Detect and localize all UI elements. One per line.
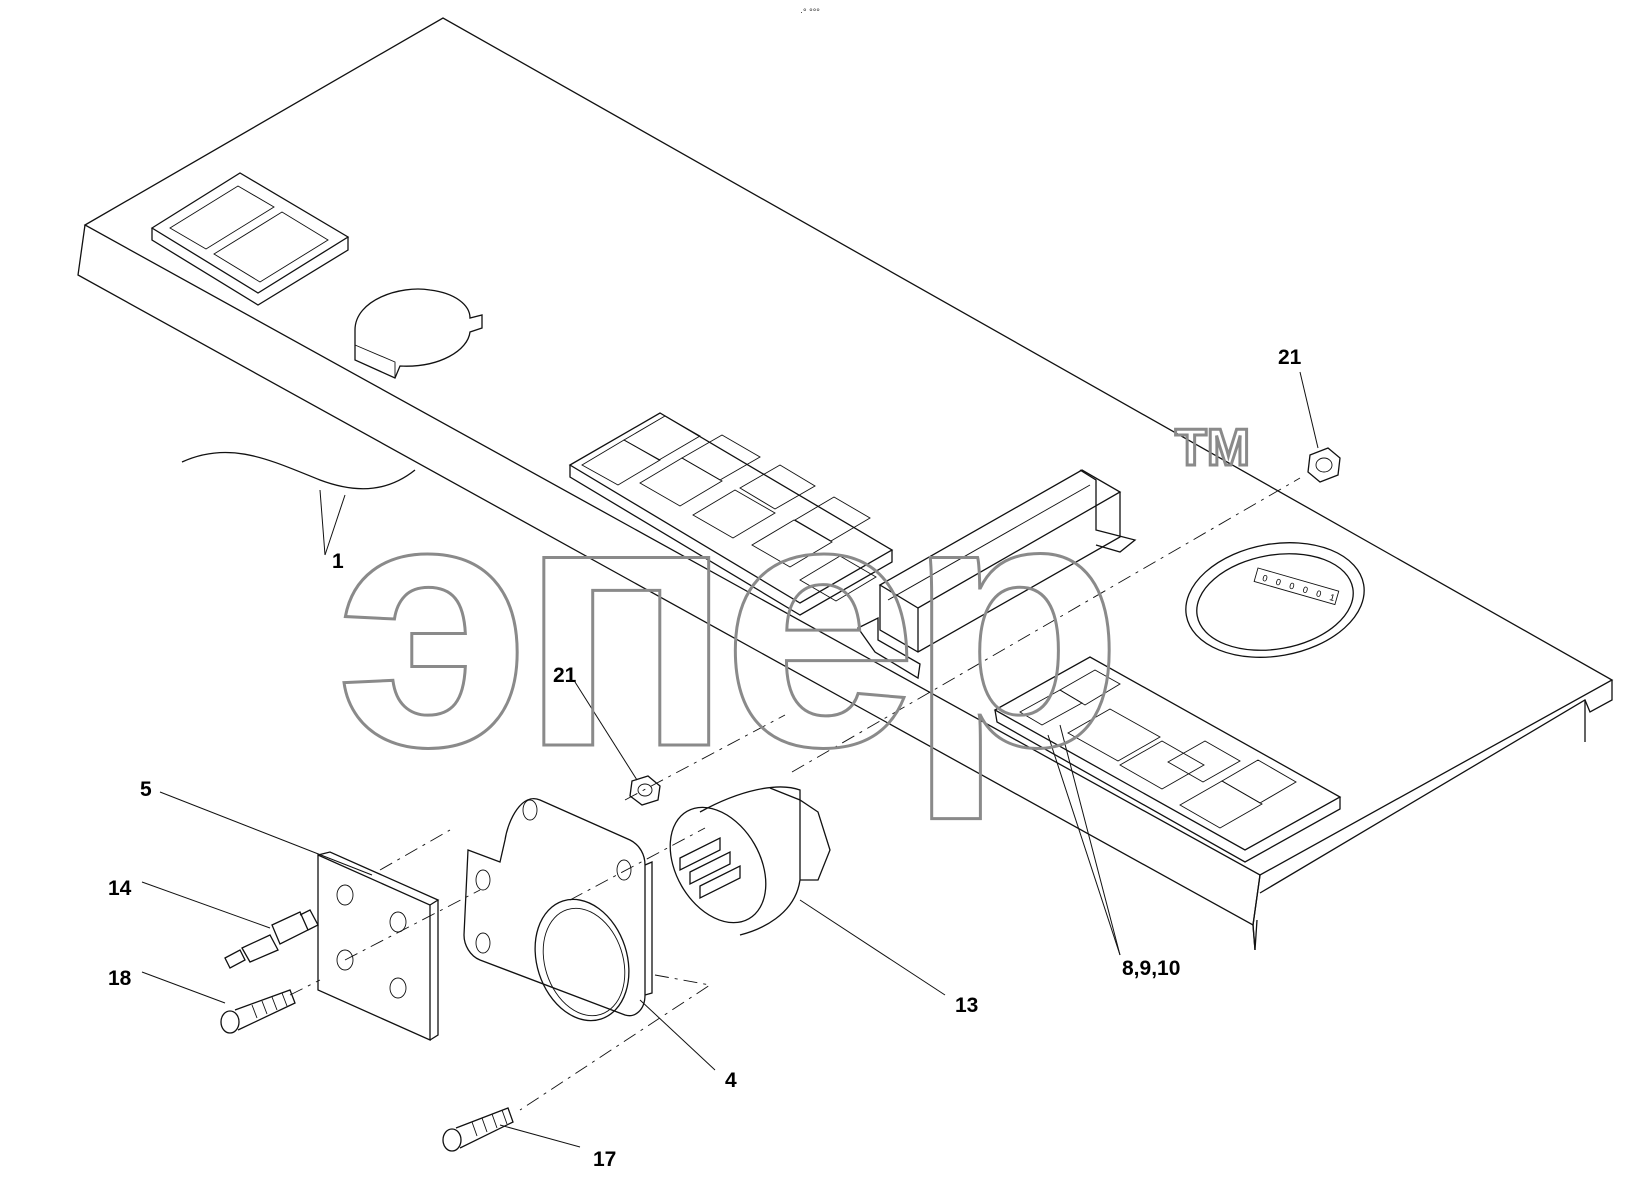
hour-meter-counter: 0 0 0 0 0 1 [1253, 567, 1340, 606]
wire [181, 451, 416, 490]
callout-21-upper: 21 [1278, 346, 1302, 369]
callout-14: 14 [108, 877, 132, 900]
hour-meter: 0 0 0 0 0 1 [1185, 542, 1365, 658]
screw-17 [442, 1107, 514, 1152]
dashboard-panel [77, 17, 1614, 951]
ignition-switch [669, 786, 831, 936]
mounting-bracket [463, 797, 653, 1022]
counter-digit: 1 [1328, 592, 1336, 603]
callout-17: 17 [593, 1148, 616, 1171]
watermark-trademark: TM [1175, 419, 1250, 477]
callout-13: 13 [955, 994, 978, 1017]
leader-lines [141, 371, 1319, 1148]
indicator-lamp [224, 909, 319, 969]
callout-5: 5 [140, 778, 152, 801]
double-switch [150, 172, 350, 306]
callout-8-9-10: 8,9,10 [1122, 957, 1180, 980]
counter-digit: 0 [1302, 584, 1310, 595]
counter-digit: 0 [1275, 577, 1283, 588]
callout-labels: 1 4 5 8,9,10 13 14 17 18 21 21 [108, 346, 1302, 1171]
header-mark: ·° °°° [800, 7, 820, 17]
nut-lower [629, 775, 661, 806]
fuse-block [857, 469, 1137, 680]
switch-panel [993, 656, 1342, 863]
panel-cap [354, 288, 483, 379]
callout-1: 1 [332, 550, 344, 573]
nut-upper [1307, 447, 1341, 483]
callout-4: 4 [725, 1069, 737, 1092]
watermark: эпер TM [334, 418, 1252, 825]
terminal-plate [317, 851, 440, 1042]
callout-21-lower: 21 [553, 664, 577, 687]
counter-digit: 0 [1288, 581, 1296, 592]
screw-18 [220, 989, 296, 1034]
counter-digit: 0 [1261, 573, 1269, 584]
counter-digit: 0 [1315, 588, 1323, 599]
callout-18: 18 [108, 967, 132, 990]
watermark-text: эпер [335, 425, 1112, 823]
alignment-lines [289, 477, 1301, 1111]
switch-row [568, 412, 894, 616]
